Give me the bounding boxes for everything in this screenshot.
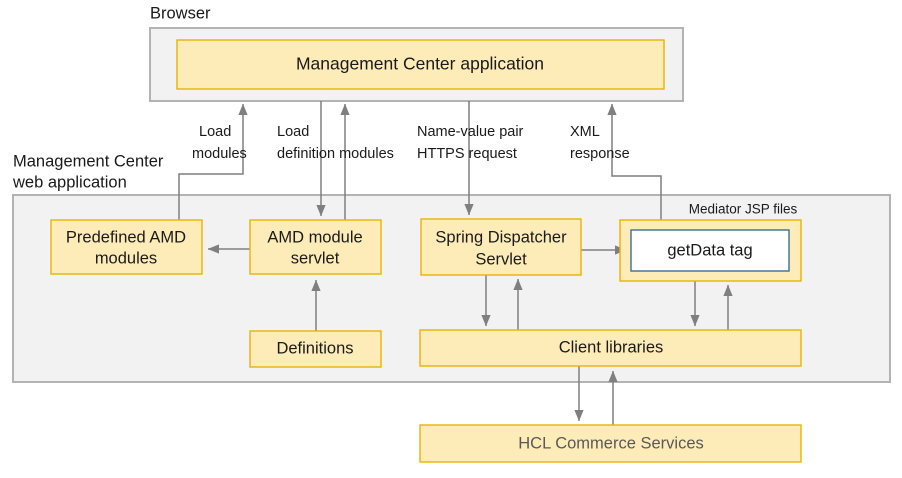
label-mc-web-application-line1: Management Center	[13, 152, 164, 170]
label-load-modules-line1: Load	[199, 124, 231, 140]
box-management-center-application[interactable]	[176, 39, 665, 90]
box-client-libraries[interactable]	[419, 329, 802, 367]
label-hcl-commerce-services: HCL Commerce Services	[518, 434, 704, 452]
label-definitions: Definitions	[276, 339, 353, 357]
label-spring-dispatcher-servlet-line1: Spring Dispatcher	[435, 228, 567, 246]
label-amd-module-servlet-line2: servlet	[291, 249, 340, 267]
label-predefined-amd-modules-line1: Predefined AMD	[66, 228, 186, 246]
label-amd-module-servlet-line1: AMD module	[267, 228, 362, 246]
box-amd-module-servlet[interactable]	[249, 219, 382, 275]
label-client-libraries: Client libraries	[559, 338, 664, 356]
label-mediator-jsp-files: Mediator JSP files	[689, 202, 798, 217]
box-definitions[interactable]	[249, 330, 382, 368]
connector-load-modules	[178, 103, 248, 220]
label-https-request-line2: HTTPS request	[417, 146, 517, 162]
label-xml-response-line2: response	[570, 146, 630, 162]
box-predefined-amd-modules[interactable]	[50, 219, 203, 275]
box-hcl-commerce-services[interactable]	[419, 424, 802, 463]
label-spring-dispatcher-servlet-line2: Servlet	[475, 250, 527, 268]
label-xml-response-line1: XML	[570, 124, 600, 140]
label-load-definition-modules-line1: Load	[277, 124, 309, 140]
box-spring-dispatcher-servlet[interactable]	[420, 218, 582, 276]
label-browser-container: Browser	[150, 4, 211, 22]
label-load-modules-line2: modules	[192, 146, 247, 162]
connector-xml-response	[607, 103, 662, 220]
label-mc-web-application-line2: web application	[12, 173, 127, 191]
label-name-value-pair-line1: Name-value pair	[417, 124, 524, 140]
label-predefined-amd-modules-line2: modules	[95, 249, 157, 267]
label-load-definition-modules-line2: definition modules	[277, 146, 394, 162]
box-getdata-tag[interactable]	[630, 229, 790, 272]
label-getdata-tag: getData tag	[667, 241, 752, 259]
label-management-center-application: Management Center application	[296, 54, 544, 74]
